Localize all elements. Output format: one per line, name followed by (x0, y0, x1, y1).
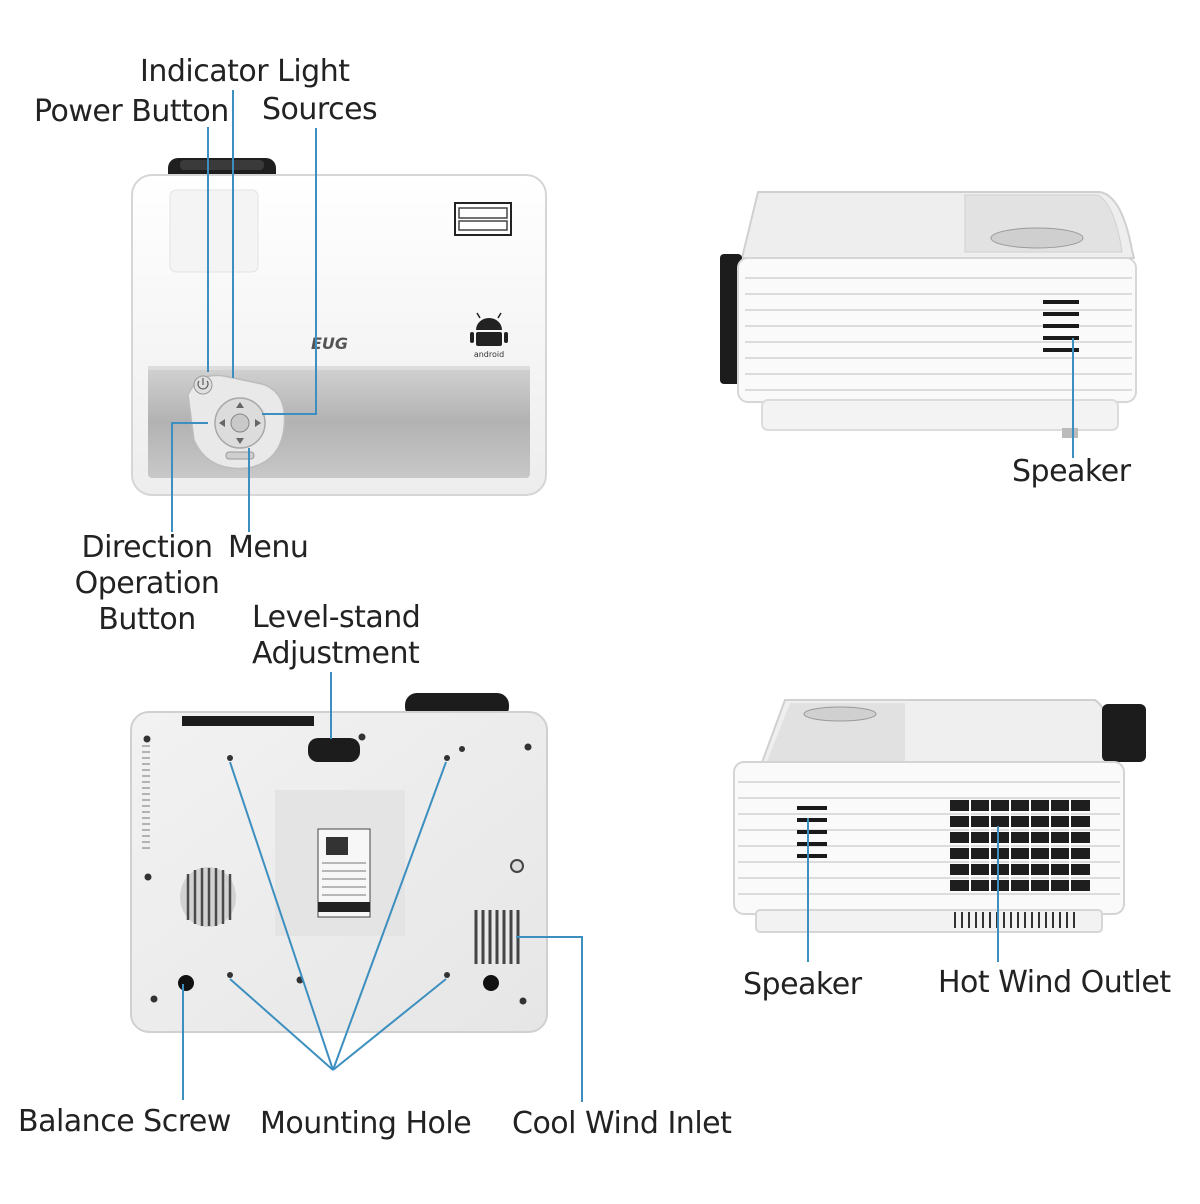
projector-side-view-icon (720, 191, 1137, 438)
android-text: android (474, 350, 504, 359)
level-stand-adjustment-label: Level-stand Adjustment (252, 600, 421, 672)
speaker-side-label: Speaker (1012, 454, 1131, 489)
android-robot-icon (470, 312, 508, 346)
projector-bottom-view-icon (130, 693, 548, 1033)
hot-wind-outlet-label: Hot Wind Outlet (938, 965, 1171, 1000)
leader-mounting-hole (229, 761, 447, 1071)
projector-rear-view-icon (733, 699, 1146, 933)
menu-label: Menu (228, 530, 309, 565)
indicator-light-label: Indicator Light (140, 54, 350, 89)
brand-logo: EUG (311, 334, 348, 353)
cool-wind-inlet-label: Cool Wind Inlet (512, 1106, 732, 1141)
direction-operation-button-label: Direction Operation Button (62, 530, 232, 638)
balance-screw-label: Balance Screw (18, 1104, 231, 1139)
direction-label-line2: Operation (74, 566, 220, 601)
speaker-rear-label: Speaker (743, 967, 862, 1002)
level-stand-line1: Level-stand (252, 600, 421, 635)
sources-label: Sources (262, 92, 378, 127)
level-stand-line2: Adjustment (252, 636, 420, 671)
leader-sources (262, 128, 317, 415)
leader-cool-wind-inlet (516, 936, 583, 1102)
leader-direction (171, 422, 208, 532)
leader-lines (171, 90, 1074, 1102)
power-button-label: Power Button (34, 94, 229, 129)
mounting-hole-label: Mounting Hole (260, 1106, 472, 1141)
direction-label-line1: Direction (81, 530, 213, 565)
direction-label-line3: Button (98, 602, 196, 637)
power-icon (197, 378, 209, 390)
projector-top-view-icon: EUG android (131, 158, 547, 496)
